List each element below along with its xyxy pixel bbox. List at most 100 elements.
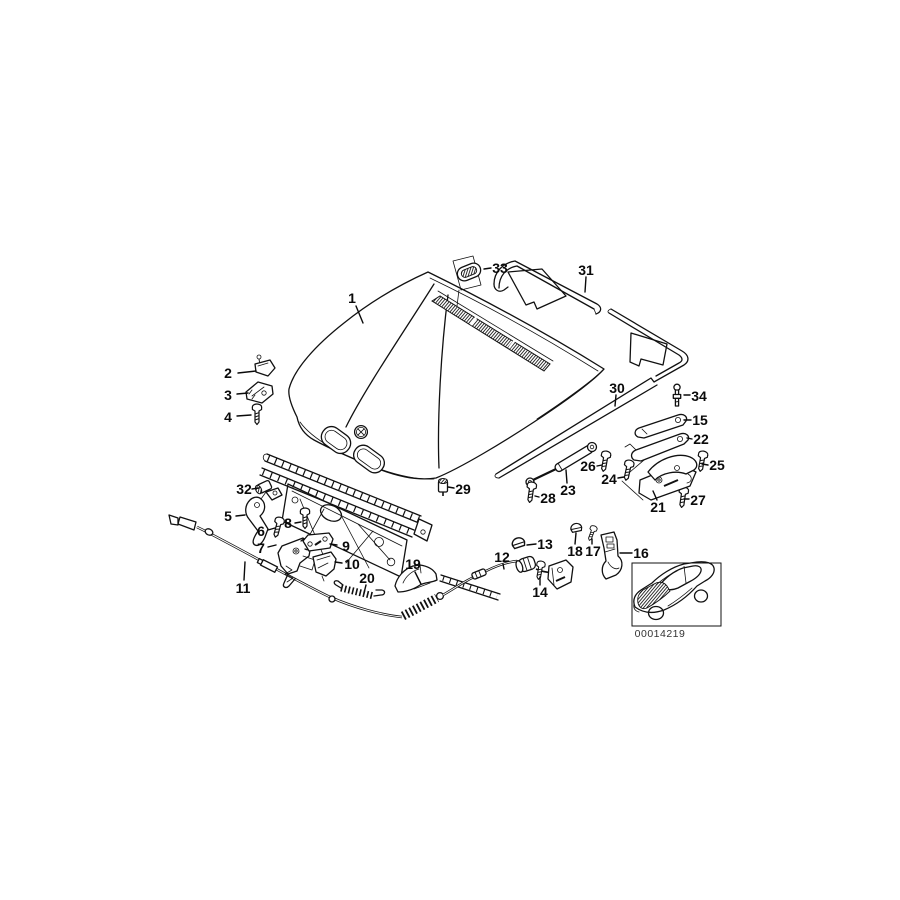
stud-34	[672, 383, 682, 407]
callout-17: 17	[585, 543, 601, 559]
callout-1: 1	[348, 290, 356, 306]
bolt-28	[524, 480, 538, 504]
callout-leader-31	[584, 276, 587, 293]
callout-10: 10	[344, 556, 360, 572]
callout-19: 19	[405, 556, 421, 572]
lock-plate-9	[302, 532, 334, 552]
callout-leader-2	[237, 370, 257, 374]
callout-leader-32	[251, 487, 260, 490]
callout-3: 3	[224, 387, 232, 403]
callout-12: 12	[494, 549, 510, 565]
bmw-roundel	[353, 424, 369, 440]
callout-leader-29	[447, 486, 455, 489]
callout-leader-9	[329, 543, 338, 546]
bracket-3	[245, 381, 274, 404]
hinge-arm-15	[634, 413, 688, 439]
callout-34: 34	[691, 388, 707, 404]
cable-ferrule	[471, 568, 487, 580]
callout-27: 27	[690, 492, 706, 508]
callout-leader-3	[236, 392, 249, 395]
callout-leader-25	[701, 463, 709, 466]
hinge-arm-22	[624, 432, 690, 462]
spring-20	[333, 580, 386, 600]
screw-4	[251, 403, 263, 426]
callout-15: 15	[692, 412, 708, 428]
screw-25	[695, 449, 709, 473]
thumbnail-code: 00014219	[635, 628, 686, 640]
callout-leader-21	[652, 490, 658, 501]
callout-16: 16	[633, 545, 649, 561]
car-sketch	[633, 561, 715, 621]
screw-26	[598, 449, 612, 473]
clip-2	[254, 354, 276, 377]
grommet-33	[452, 255, 482, 307]
cable-coil-sleeve	[400, 594, 440, 620]
bulkhead-structure	[259, 453, 501, 601]
car-thumbnail: 00014219	[631, 561, 722, 640]
callout-2: 2	[224, 365, 232, 381]
callout-20: 20	[359, 570, 375, 586]
seal-31	[493, 260, 602, 315]
kidney-grille-left	[320, 425, 352, 455]
callout-9: 9	[342, 538, 350, 554]
hood-vent-slot	[431, 295, 551, 372]
callout-leader-20	[363, 584, 367, 594]
callout-leader-26	[596, 464, 603, 467]
callout-layer: 1234567891011121314151617181920212223242…	[224, 260, 725, 600]
callout-leader-28	[534, 495, 540, 498]
callout-leader-10	[334, 561, 343, 564]
callout-leader-13	[526, 543, 537, 546]
callout-11: 11	[236, 580, 251, 596]
bolt-6	[270, 515, 286, 539]
callout-22: 22	[693, 431, 709, 447]
seal-30	[494, 308, 689, 479]
callout-24: 24	[601, 471, 617, 487]
callout-leader-6	[267, 527, 276, 531]
callout-leader-19	[414, 571, 422, 585]
callout-leader-22	[686, 437, 693, 440]
callout-leader-12	[502, 563, 505, 570]
callout-leader-33	[483, 267, 492, 270]
grommet-13	[510, 535, 527, 550]
callout-7: 7	[257, 540, 265, 556]
cap-nut-18	[569, 521, 583, 534]
release-cable-front-11	[168, 514, 445, 620]
callout-13: 13	[537, 536, 553, 552]
callout-5: 5	[224, 508, 232, 524]
cable-grommet-bulb	[515, 555, 537, 573]
callout-leader-1	[355, 305, 364, 324]
callout-leader-8	[294, 521, 302, 524]
bracket-14	[547, 559, 574, 590]
callout-4: 4	[224, 409, 232, 425]
buffer-32	[254, 479, 273, 495]
release-handle-16	[600, 531, 623, 580]
callout-31: 31	[578, 262, 594, 278]
callout-leader-30	[614, 394, 617, 407]
callout-33: 33	[492, 260, 508, 276]
buffer-29	[437, 478, 449, 496]
callout-leader-7	[267, 544, 277, 548]
callout-25: 25	[709, 457, 725, 473]
hood-crease-right	[437, 294, 449, 469]
kidney-grille-right	[352, 444, 386, 474]
callout-8: 8	[284, 515, 292, 531]
callout-21: 21	[650, 499, 666, 515]
callout-14: 14	[532, 584, 548, 600]
callout-leader-5	[235, 514, 246, 517]
callout-leader-23	[565, 469, 568, 484]
car-hood-highlight	[637, 581, 671, 610]
release-lever-5	[245, 487, 283, 547]
callout-leader-18	[574, 532, 577, 545]
callout-32: 32	[236, 481, 252, 497]
callout-23: 23	[560, 482, 576, 498]
callout-6: 6	[257, 523, 265, 539]
callout-leader-11	[243, 561, 246, 581]
callout-leader-4	[236, 414, 252, 417]
callout-18: 18	[567, 543, 583, 559]
callout-29: 29	[455, 481, 471, 497]
hood-panel	[288, 271, 605, 480]
cover-19	[394, 564, 438, 593]
hood-crease-left	[345, 283, 435, 428]
